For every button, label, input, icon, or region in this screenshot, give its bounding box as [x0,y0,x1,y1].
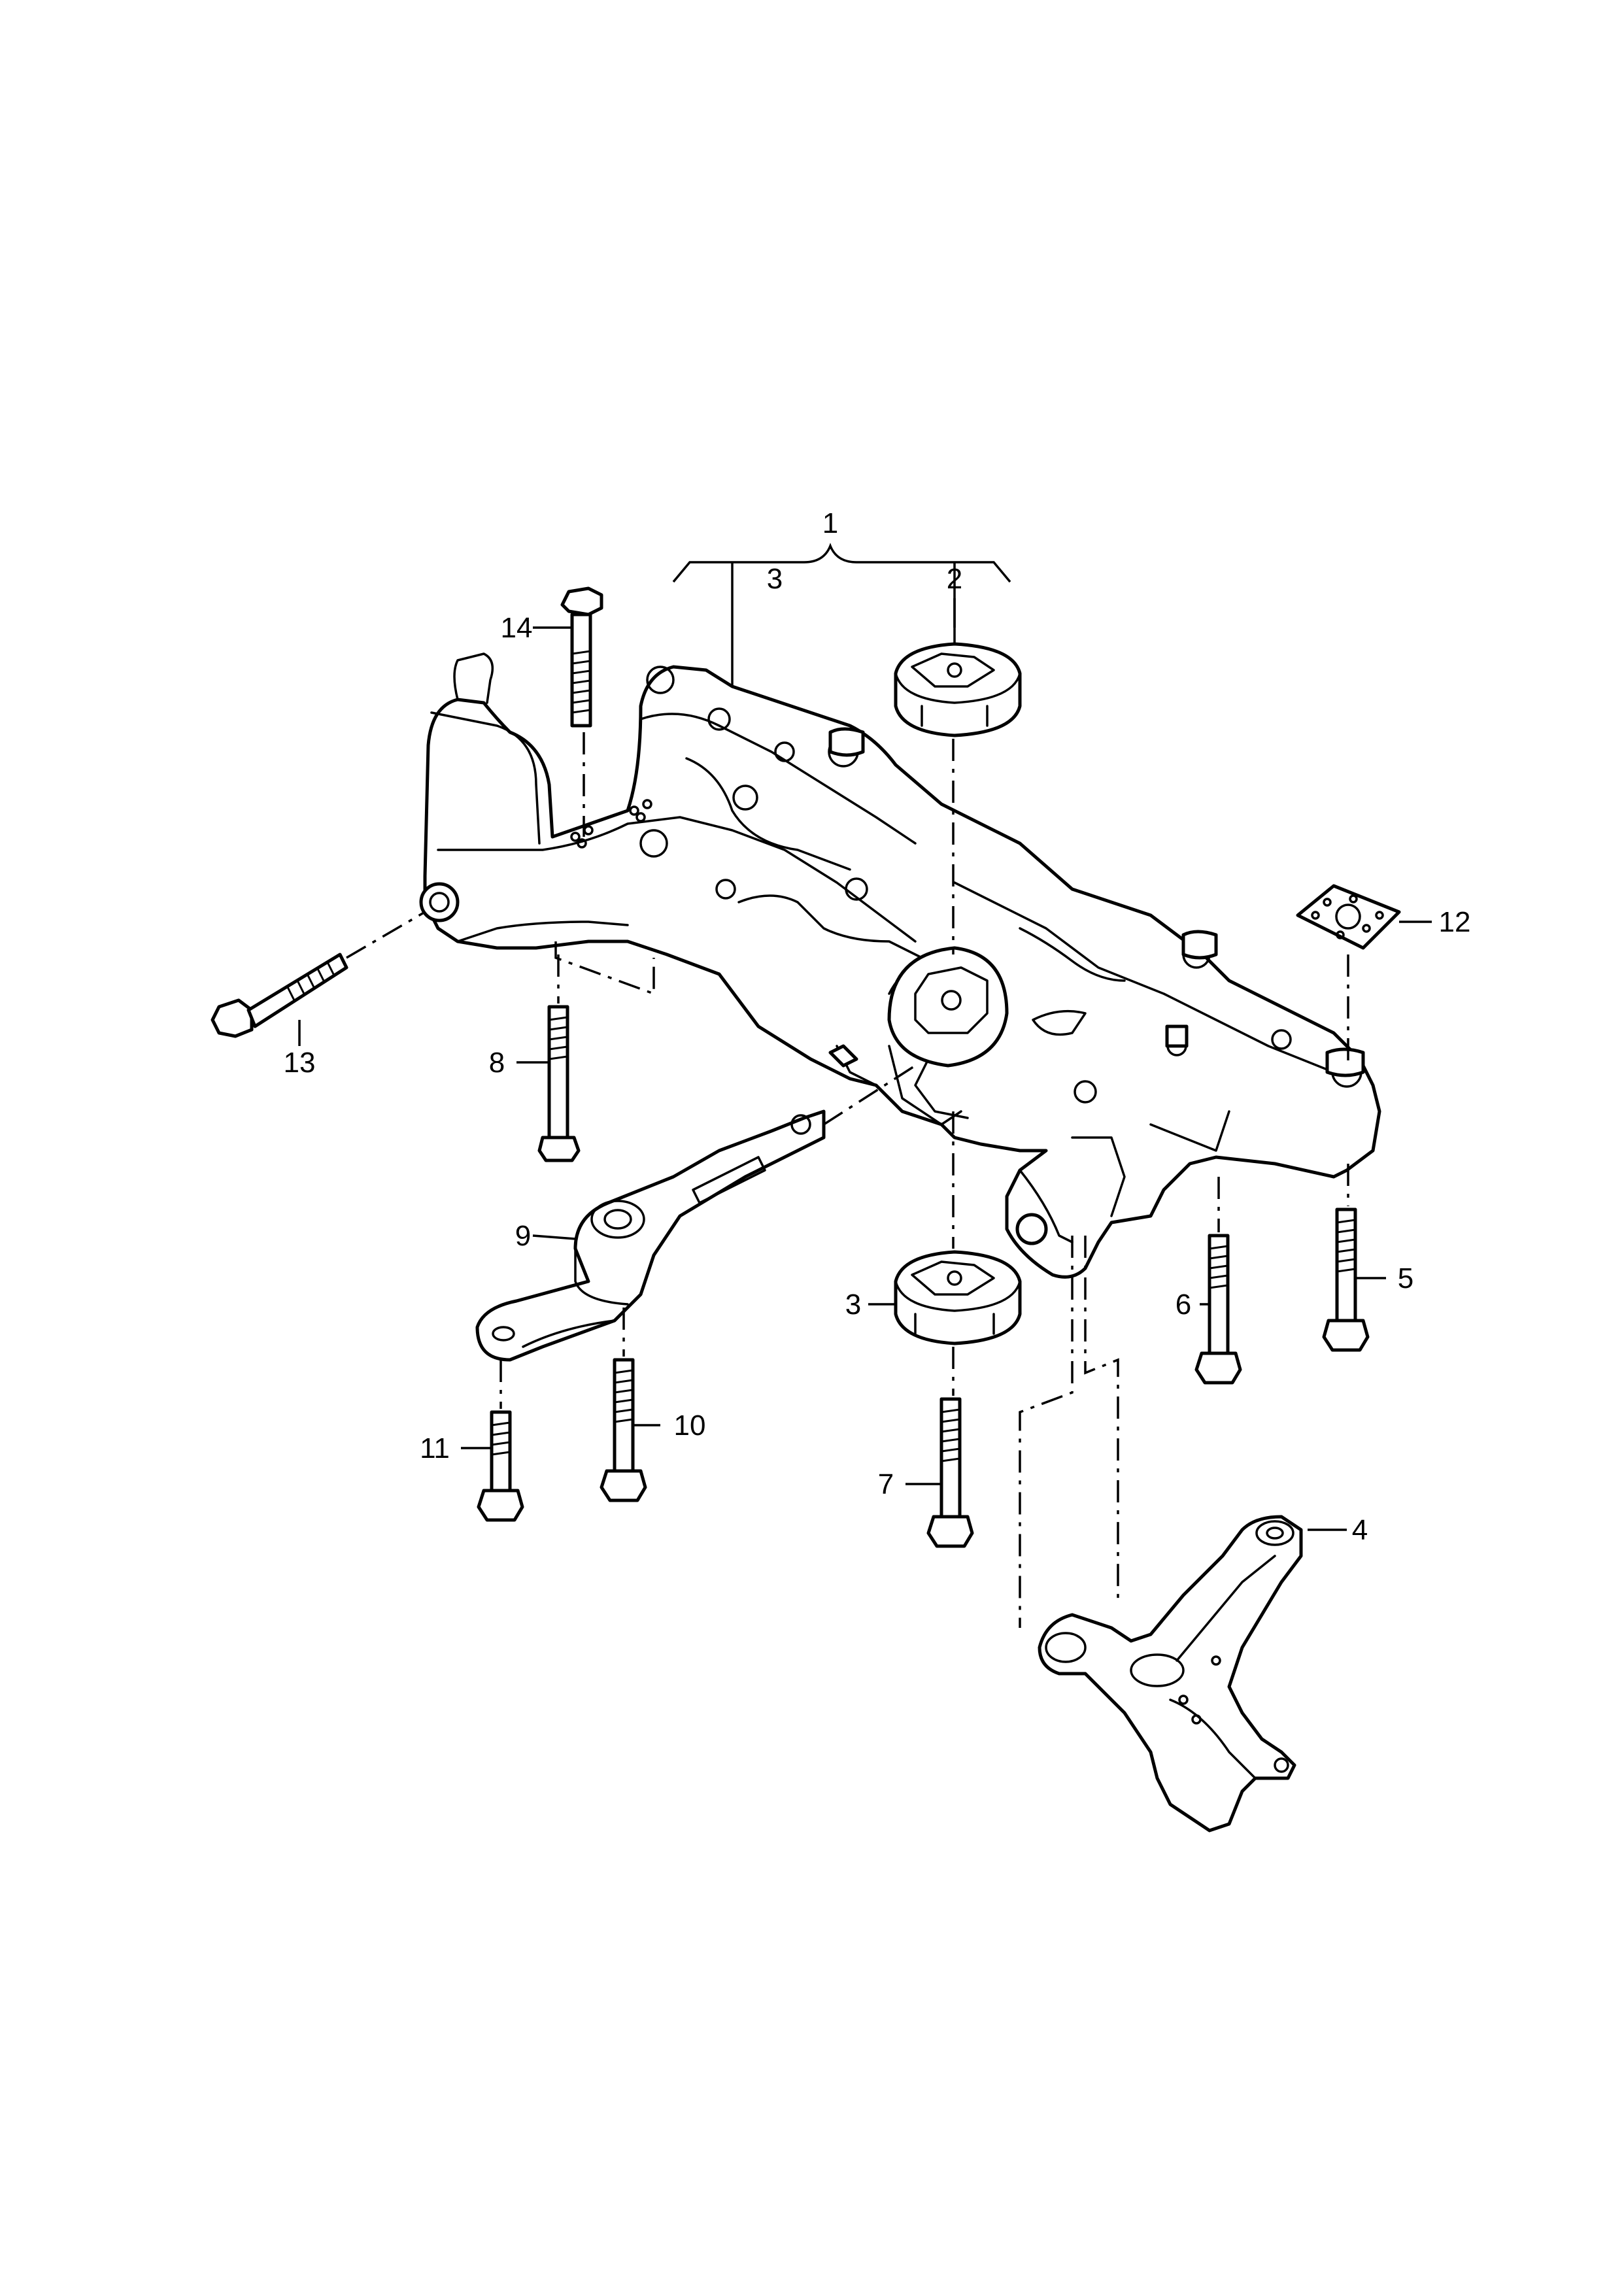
bushing-bottom [894,1250,1022,1345]
callout-14: 14 [501,612,533,644]
callout-12: 12 [1439,906,1471,938]
bolt-13 [211,953,348,1038]
subframe [419,652,1381,1279]
bolt-7 [926,1397,974,1548]
callout-3-bottom: 3 [845,1289,861,1321]
bolt-11 [477,1410,524,1522]
bolt-5 [1322,1207,1370,1352]
callout-10: 10 [674,1410,706,1442]
torque-arm [475,1109,826,1362]
assembly-lines [346,732,1349,1628]
callout-6: 6 [1176,1289,1191,1321]
bolt-6 [1194,1234,1242,1385]
callout-13: 13 [284,1047,316,1079]
leader-lines [298,598,1432,1531]
bolt-8 [537,1005,581,1162]
callout-2: 2 [947,563,962,595]
callout-11: 11 [420,1432,450,1464]
shim-plate [1296,884,1401,950]
callout-4: 4 [1352,1514,1368,1546]
bolt-10 [600,1358,647,1502]
control-arm [1038,1515,1303,1832]
callout-9: 9 [515,1220,531,1252]
callout-8: 8 [489,1047,505,1079]
bolt-14 [560,586,603,728]
callout-7: 7 [878,1468,894,1500]
callout-labels: 1 3 2 14 12 13 8 9 5 6 3 10 11 7 4 [284,507,1471,1546]
callout-5: 5 [1398,1262,1413,1294]
callout-3-top: 3 [767,563,783,595]
bushing-top [894,642,1022,737]
callout-1: 1 [822,507,838,539]
